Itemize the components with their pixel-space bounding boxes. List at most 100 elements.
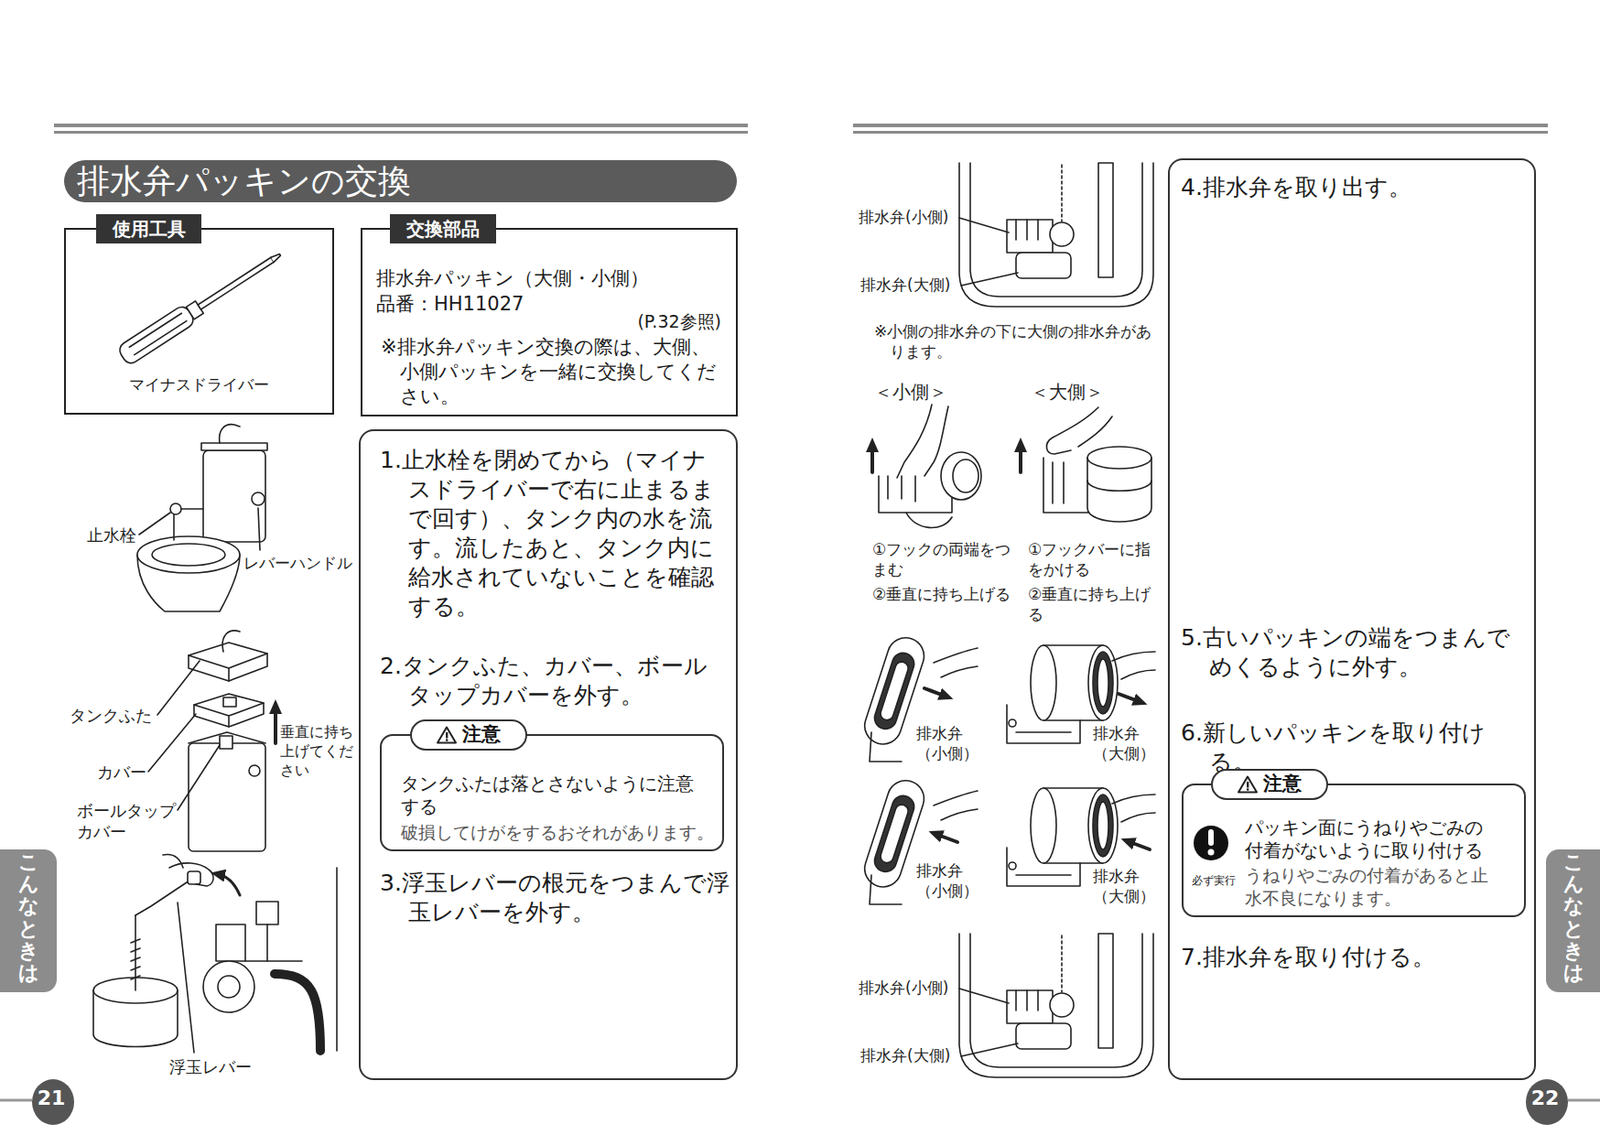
tank-section — [1098, 162, 1114, 278]
header-rule — [54, 130, 748, 134]
part-label: 排水弁（小側） — [916, 860, 983, 901]
leader-line — [148, 713, 196, 772]
part-name: 排水弁パッキン（大側・小側） — [376, 266, 729, 292]
tank-parts — [188, 642, 268, 682]
tank-parts — [194, 693, 264, 727]
leader-line — [139, 217, 1018, 1057]
tank-parts — [188, 743, 266, 852]
side-tab: こんなときは — [1545, 849, 1600, 993]
page-number: 21 — [32, 1079, 75, 1125]
part-label: レバーハンドル — [243, 552, 353, 573]
part-label: 浮玉レバー — [169, 1056, 271, 1078]
heading-tab: 注意 — [1210, 768, 1329, 800]
float-lever — [256, 901, 279, 925]
float-lever — [187, 871, 201, 885]
tab-text: こんなときは — [1563, 851, 1584, 984]
step-text: 7.排水弁を取り付ける。 — [1180, 942, 1531, 973]
screwdriver — [270, 252, 282, 262]
tank-section — [1006, 219, 1053, 253]
step-text: 3.浮玉レバーの根元をつまんで浮玉レバーを外す。 — [379, 868, 730, 928]
caution-heading: 注意 — [462, 723, 501, 746]
leader-line — [959, 217, 1009, 233]
valve-large-lift — [1018, 444, 1023, 473]
screwdriver — [197, 257, 274, 310]
toilet — [137, 424, 268, 612]
caution-heading: 注意 — [1263, 772, 1302, 796]
leader-line — [139, 512, 171, 535]
part-label: 止水栓 — [86, 524, 152, 546]
packing-valve — [1088, 645, 1118, 721]
packing-valve — [1092, 651, 1114, 714]
leader-line — [258, 508, 260, 551]
screwdriver — [116, 303, 196, 367]
warning-icon — [1237, 775, 1258, 794]
header-rule — [853, 123, 1548, 128]
tank-section — [1049, 222, 1074, 247]
packing-valve — [869, 732, 902, 762]
tank-section — [1016, 252, 1071, 279]
float-lever — [135, 878, 193, 916]
tank-section — [1016, 219, 1038, 240]
valve-small-lift — [940, 452, 982, 500]
packing-valve — [933, 648, 978, 678]
packing-valve — [1112, 651, 1156, 680]
part-label: 排水弁（大側） — [1092, 723, 1159, 764]
step-panel: 1.止水栓を閉めてから（マイナスドライバーで右に止まるまで回す）、タンク内の水を… — [358, 429, 738, 1081]
packing-valve — [1030, 645, 1057, 721]
packing-valve — [1006, 704, 1081, 744]
step-text: 2.タンクふた、カバー、ボールタップカバーを外す。 — [379, 651, 730, 711]
tab-text: こんなときは — [18, 851, 39, 984]
step-text: 1.止水栓を閉めてから（マイナスドライバーで右に止まるまで回す）、タンク内の水を… — [379, 445, 730, 622]
leader-line — [961, 1043, 1018, 1057]
tank-section — [959, 162, 1154, 307]
part-label: 排水弁(大側) — [860, 1045, 951, 1066]
heading-tab: 注意 — [410, 719, 528, 751]
mandatory-icon — [1193, 825, 1229, 861]
header-rule — [54, 123, 1548, 134]
line-art — [93, 162, 1156, 1078]
tank-parts — [223, 697, 237, 707]
caution-reason: うねりやごみの付着があると止水不良になります。 — [1244, 864, 1498, 910]
tank-parts — [273, 706, 278, 744]
icon-caption: 必ず実行 — [1185, 874, 1243, 889]
warning-icon — [445, 732, 448, 739]
page-rule — [1567, 1099, 1600, 1103]
valve-small-lift — [906, 512, 952, 528]
screwdriver — [134, 321, 187, 356]
tank-parts — [248, 765, 260, 777]
warning-icon — [436, 725, 457, 745]
warning-icon — [1246, 781, 1249, 789]
leader-line — [177, 902, 195, 1053]
box-heading: 使用工具 — [112, 217, 186, 240]
direction-arrow — [924, 688, 947, 697]
title-band: 排水弁パッキンの交換 — [64, 160, 737, 203]
valve-large-lift — [1043, 457, 1090, 513]
part-label: ②垂直に持ち上げる — [1027, 583, 1164, 625]
page-number: 22 — [1525, 1079, 1568, 1125]
float-lever — [216, 924, 246, 962]
header-rule — [54, 123, 748, 128]
valve-large-lift — [1046, 407, 1113, 455]
parts-box: 交換部品排水弁パッキン（大側・小側）品番：HH11027(P.32参照)※排水弁… — [360, 227, 738, 417]
part-label: 排水弁（小側） — [916, 723, 983, 764]
part-label: ①フックバーに指をかける — [1027, 539, 1164, 580]
side-tab: こんなときは — [0, 849, 57, 993]
part-label: タンクふた — [69, 704, 171, 726]
part-label: カバー — [97, 761, 162, 783]
part-label: ＜大側＞ — [1030, 379, 1132, 404]
page-number-text: 22 — [1525, 1079, 1565, 1118]
tank-parts — [222, 630, 240, 652]
part-label: ボールタップカバー — [76, 800, 180, 844]
part-label: ＜小側＞ — [874, 379, 975, 404]
direction-arrow — [1118, 693, 1141, 703]
page-rule — [0, 1099, 1600, 1103]
step-text: 4.排水弁を取り出す。 — [1180, 172, 1531, 203]
page-number-text: 21 — [32, 1079, 71, 1118]
caution-box: 注意タンクふたは落とさないように注意する破損してけがをするおそれがあります。 — [379, 734, 725, 852]
toilet — [172, 514, 175, 541]
float-lever — [162, 854, 214, 887]
page-title: 排水弁パッキンの交換 — [64, 160, 737, 203]
mandatory-icon — [1208, 849, 1215, 856]
packing-valve — [878, 659, 910, 722]
part-label: 垂直に持ち上げてください — [280, 723, 357, 780]
